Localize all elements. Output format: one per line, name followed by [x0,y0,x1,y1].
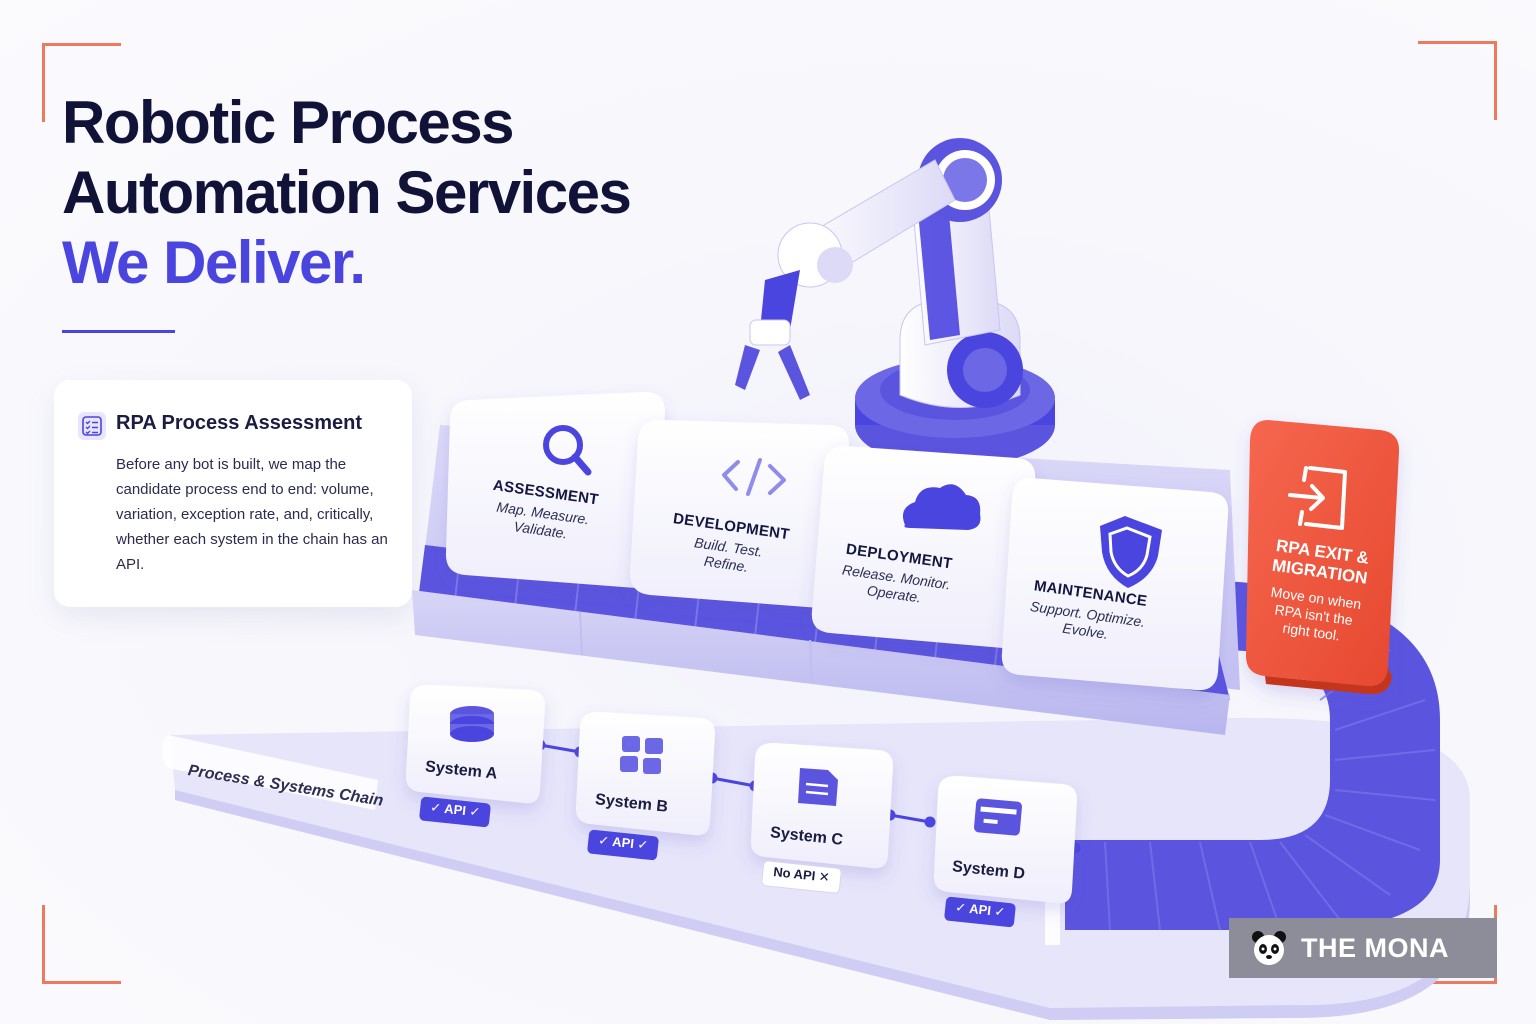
stage-tile-exit [1245,420,1400,695]
stage-exit-migration: RPA EXIT & MIGRATION Move on when RPA is… [1256,535,1379,648]
robot-arm [735,138,1055,467]
title-line-2: Automation Services [62,159,632,226]
info-card-title: RPA Process Assessment [116,412,363,434]
system-cube-d [933,775,1077,904]
grid-icon [620,736,663,774]
shield-icon [1100,516,1162,588]
stage-tile-deployment [811,446,1036,649]
card-icon [974,798,1022,836]
info-card-body: Before any bot is built, we map the cand… [116,456,388,573]
exit-door-icon [1288,466,1347,530]
title-underline [62,330,175,333]
brand-logo: THE MONA [1229,918,1497,978]
stage-tile-maintenance [1001,478,1229,691]
system-cube-a [405,684,545,804]
database-icon [450,706,494,742]
system-cube-c [750,742,893,869]
title-line-1: Robotic Process [62,89,514,156]
stage-tile-assessment [445,392,665,589]
stage-tile-development [630,420,850,609]
panda-icon [1252,931,1286,965]
cloud-icon [902,484,981,530]
corner-mark-bottom-left [42,905,121,984]
checklist-icon [78,412,106,440]
document-icon [798,768,838,806]
title-line-3: We Deliver. [62,229,366,296]
page-title: Robotic Process Automation Services We D… [62,88,632,298]
corner-mark-top-right [1418,41,1497,120]
code-icon [722,458,786,496]
corner-mark-top-left [42,43,121,122]
chain-track [161,735,378,810]
info-card: RPA Process Assessment Before any bot is… [54,380,412,607]
magnifier-icon [543,425,592,476]
brand-name: THE MONA [1301,932,1449,963]
